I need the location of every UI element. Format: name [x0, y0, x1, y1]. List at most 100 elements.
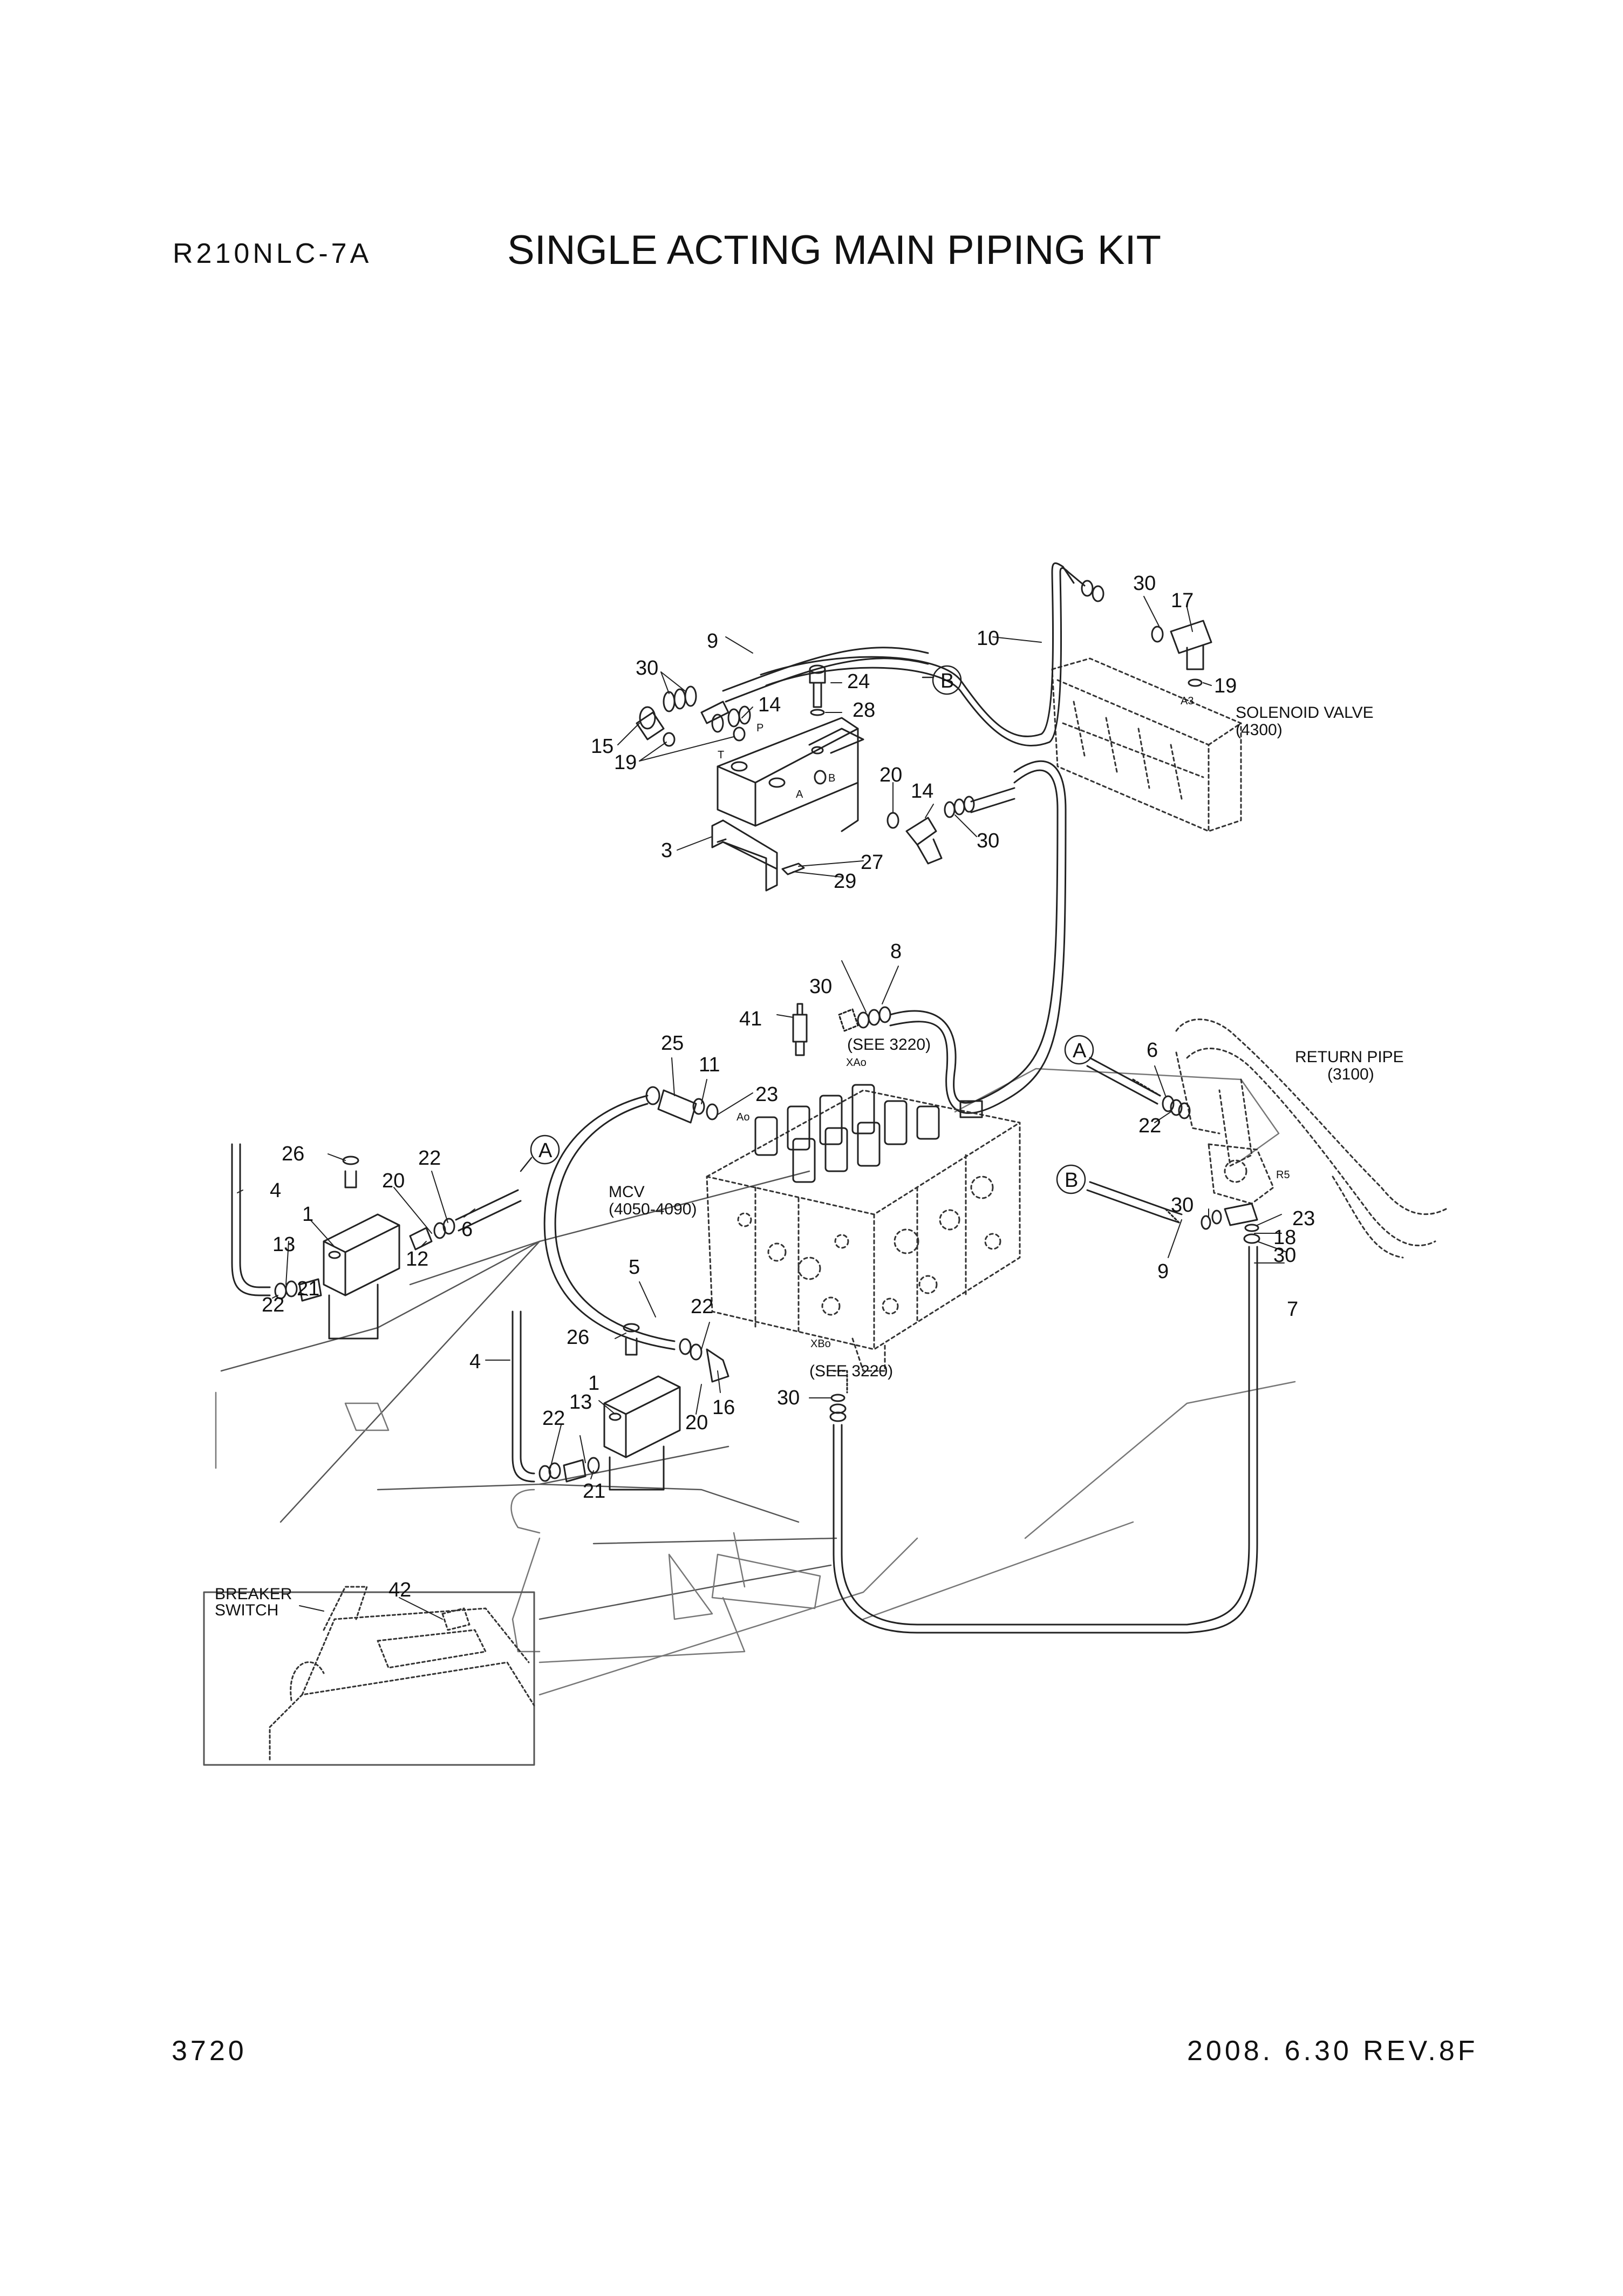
model-code: R210NLC-7A — [173, 238, 372, 269]
leader-lines — [237, 596, 1287, 1620]
hose-8 — [857, 760, 1067, 1114]
hose-5 — [543, 1086, 729, 1383]
hose-6-right — [1086, 1057, 1191, 1119]
callout-15: 15 — [591, 735, 613, 758]
fitting-17 — [1151, 620, 1212, 687]
callout-5: 5 — [629, 1256, 640, 1279]
callout-1: 1 — [588, 1372, 599, 1395]
revision-date: 2008. 6.30 REV.8F — [1187, 2035, 1478, 2067]
reference-letters: B A A B — [538, 670, 1087, 1192]
callout-9: 9 — [1157, 1260, 1169, 1283]
callout-18: 18 — [1273, 1226, 1296, 1249]
callout-26: 26 — [282, 1143, 304, 1165]
callout-6: 6 — [461, 1218, 473, 1241]
mcv-spools — [754, 1084, 983, 1183]
left-assembly-lower — [512, 1310, 681, 1491]
page-title: SINGLE ACTING MAIN PIPING KIT — [507, 227, 1161, 273]
hose-9-top — [722, 571, 1062, 747]
ref-a: A — [538, 1139, 553, 1162]
callout-30: 30 — [809, 975, 832, 998]
callout-30: 30 — [636, 657, 658, 680]
callout-1: 1 — [302, 1203, 313, 1226]
callout-21: 21 — [297, 1278, 319, 1300]
callout-19: 19 — [1214, 675, 1237, 697]
note-solenoid-valve: SOLENOID VALVE — [1236, 704, 1374, 722]
joystick-console — [269, 1586, 535, 1761]
callout-30: 30 — [1133, 572, 1156, 595]
callout-17: 17 — [1171, 589, 1194, 612]
port-r5: R5 — [1276, 1169, 1290, 1181]
callout-11: 11 — [699, 1054, 720, 1076]
callout-22: 22 — [542, 1407, 565, 1430]
note-return-pipe-ref: (3100) — [1327, 1065, 1374, 1083]
port-ao: Ao — [737, 1111, 749, 1123]
note-see-3220-top: (SEE 3220) — [847, 1036, 931, 1054]
page-number: 3720 — [172, 2035, 247, 2067]
fittings-upper-right — [886, 787, 1015, 865]
callout-19: 19 — [614, 751, 637, 774]
bolt-24 — [809, 664, 826, 716]
port-a3: A3 — [1181, 695, 1194, 707]
callout-10: 10 — [977, 627, 999, 650]
callout-12: 12 — [406, 1248, 428, 1271]
notes: SOLENOID VALVE (4300) RETURN PIPE (3100)… — [215, 704, 1404, 1619]
callout-9: 9 — [707, 630, 718, 653]
callout-20: 20 — [879, 764, 902, 786]
callout-16: 16 — [712, 1396, 735, 1419]
note-mcv: MCV — [609, 1183, 645, 1201]
port-xao: XAo — [846, 1057, 867, 1069]
callout-23: 23 — [1292, 1207, 1315, 1230]
callout-25: 25 — [661, 1032, 684, 1055]
callout-30: 30 — [1171, 1194, 1194, 1217]
solenoid-valve-block — [1051, 657, 1242, 832]
callout-4: 4 — [469, 1350, 481, 1373]
callout-23: 23 — [755, 1083, 778, 1106]
callout-3: 3 — [661, 839, 672, 862]
note-switch: SWITCH — [215, 1601, 278, 1619]
note-mcv-ref: (4050-4090) — [609, 1200, 697, 1218]
mcv-block — [706, 1089, 1021, 1372]
port-tags: P T A B XAo XBo Ao A3 R5 — [718, 695, 1290, 1350]
callout-20: 20 — [382, 1170, 405, 1192]
note-breaker: BREAKER — [215, 1585, 292, 1603]
callout-22: 22 — [418, 1147, 441, 1170]
frame-outline — [215, 1068, 1296, 1696]
callout-21: 21 — [583, 1480, 605, 1503]
fittings-upper-left — [636, 685, 751, 747]
port-xbo: XBo — [810, 1338, 831, 1350]
port-b: B — [828, 772, 835, 784]
hose-7 — [829, 1246, 1258, 1634]
callout-13: 13 — [272, 1233, 295, 1256]
port-t: T — [718, 749, 724, 761]
breaker-valve-assembly — [711, 717, 864, 892]
callout-26: 26 — [567, 1326, 589, 1349]
callout-14: 14 — [911, 780, 933, 803]
callout-30: 30 — [777, 1387, 800, 1409]
callout-4: 4 — [270, 1179, 281, 1202]
breaker-switch-inset — [203, 1591, 535, 1766]
ref-b: B — [1065, 1169, 1078, 1192]
callout-7: 7 — [1287, 1298, 1298, 1321]
port-a: A — [796, 789, 803, 800]
note-see-3220-bottom: (SEE 3220) — [809, 1362, 893, 1380]
left-assembly-upper — [231, 1143, 522, 1340]
callout-6: 6 — [1147, 1039, 1158, 1062]
callout-29: 29 — [834, 870, 856, 893]
callout-22: 22 — [262, 1294, 284, 1316]
return-pipe — [1175, 1018, 1447, 1259]
callout-41: 41 — [739, 1008, 762, 1030]
note-return-pipe: RETURN PIPE — [1295, 1048, 1404, 1066]
callout-8: 8 — [890, 940, 902, 963]
callout-22: 22 — [691, 1295, 713, 1318]
callout-30: 30 — [1273, 1244, 1296, 1267]
callout-42: 42 — [388, 1579, 411, 1601]
callout-24: 24 — [847, 670, 870, 693]
reference-circles — [520, 665, 1094, 1194]
callout-22: 22 — [1138, 1115, 1161, 1137]
callout-28: 28 — [853, 699, 875, 722]
callout-labels: 30 17 9 10 30 24 19 14 28 15 19 20 14 30… — [262, 572, 1315, 1601]
port-p: P — [756, 722, 763, 734]
callout-27: 27 — [861, 851, 883, 874]
note-solenoid-valve-ref: (4300) — [1236, 721, 1283, 739]
